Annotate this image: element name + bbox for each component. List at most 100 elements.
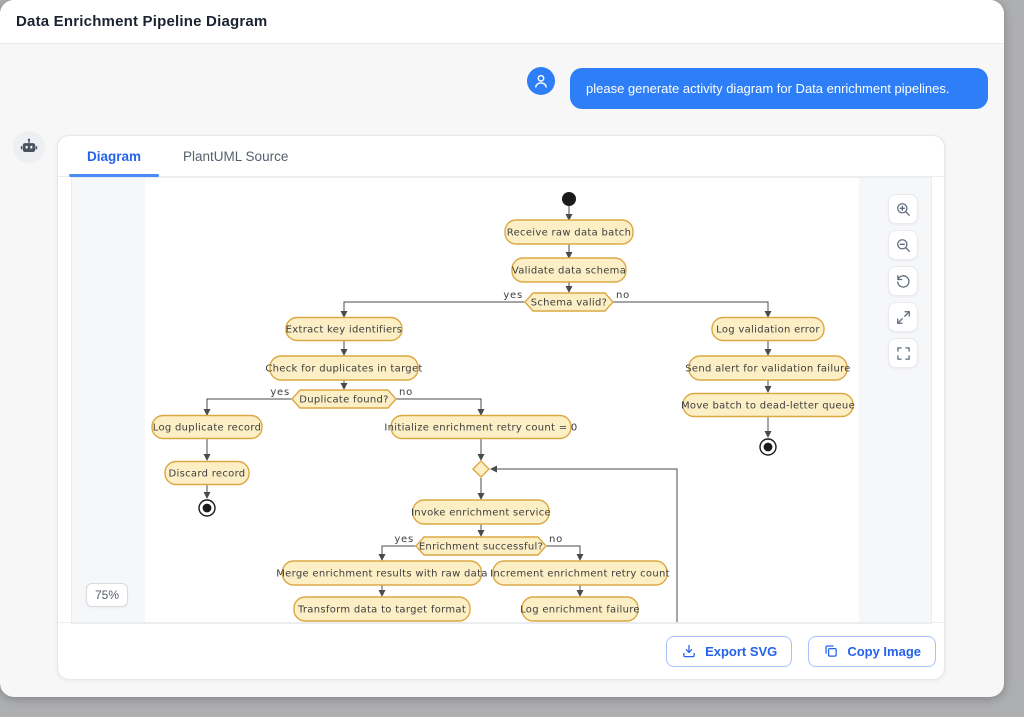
- diagram-node-move-batch-dead-letter-label: Move batch to dead-letter queue: [681, 401, 855, 412]
- expand-icon: [896, 310, 910, 324]
- diagram-arrowhead: [764, 386, 772, 393]
- diagram-node-extract-key-identifiers-label: Extract key identifiers: [286, 325, 403, 336]
- diagram-arrowhead: [576, 554, 584, 561]
- diagram-node-discard-record: [164, 460, 250, 486]
- edge-guard-label: no: [399, 387, 413, 398]
- zoom-out-button[interactable]: [888, 230, 918, 260]
- diagram-node-log-validation-error: [711, 316, 825, 342]
- zoom-in-button[interactable]: [888, 194, 918, 224]
- diagram-node-log-validation-error-label: Log validation error: [716, 325, 820, 336]
- diagram-node-merge-enrichment-results-label: Merge enrichment results with raw data: [276, 569, 488, 580]
- tab-plantuml-source[interactable]: PlantUML Source: [165, 136, 306, 176]
- export-svg-button[interactable]: Export SVG: [666, 635, 793, 667]
- diagram-arrowhead: [203, 409, 211, 416]
- diagram-node-schema-valid: [524, 292, 614, 312]
- diagram-node-invoke-enrichment-service: [412, 499, 550, 525]
- diagram-edge: [546, 545, 581, 560]
- diagram-arrowhead: [565, 252, 573, 259]
- user-message-bubble: please generate activity diagram for Dat…: [570, 68, 988, 109]
- diagram-node-schema-valid-label: Schema valid?: [531, 298, 608, 309]
- diagram-node-enrichment-successful-label: Enrichment successful?: [419, 542, 543, 553]
- tab-plantuml-source-label: PlantUML Source: [183, 148, 289, 164]
- reset-view-icon: [896, 274, 910, 288]
- diagram-node-check-for-duplicates-label: Check for duplicates in target: [265, 364, 422, 375]
- diagram-edge: [491, 468, 678, 623]
- tab-bar: Diagram PlantUML Source: [58, 136, 944, 177]
- bot-avatar: [13, 131, 45, 163]
- diagram-edge: [396, 398, 482, 415]
- diagram-node-end-duplicate-dot: [202, 503, 212, 513]
- diagram-node-log-duplicate-record: [151, 414, 263, 440]
- diagram-node-enrichment-successful: [415, 536, 547, 556]
- expand-button[interactable]: [888, 302, 918, 332]
- diagram-arrowhead: [477, 493, 485, 500]
- diagram-arrowhead: [340, 349, 348, 356]
- reset-view-button[interactable]: [888, 266, 918, 296]
- zoom-level-badge: 75%: [86, 583, 129, 607]
- card-footer: Export SVG Copy Image: [58, 622, 944, 679]
- diagram-node-transform-data: [293, 596, 471, 622]
- download-icon: [683, 644, 695, 658]
- diagram-arrowhead: [565, 214, 573, 221]
- diagram-node-init-retry-count: [390, 414, 572, 440]
- diagram-node-increment-retry-count: [492, 560, 668, 586]
- diagram-node-end-validation-dot: [763, 442, 773, 452]
- fullscreen-icon: [896, 346, 910, 360]
- copy-icon: [825, 645, 838, 657]
- diagram-arrowhead: [378, 590, 386, 597]
- diagram-node-check-for-duplicates: [269, 355, 419, 381]
- diagram-arrowhead: [340, 383, 348, 390]
- diagram-arrowhead: [576, 590, 584, 597]
- diagram-arrowhead: [764, 431, 772, 438]
- diagram-node-invoke-enrichment-service-label: Invoke enrichment service: [411, 508, 551, 519]
- diagram-node-extract-key-identifiers: [285, 316, 403, 342]
- diagram-arrowhead: [477, 409, 485, 416]
- diagram-edge: [343, 301, 525, 317]
- diagram-node-validate-data-schema-label: Validate data schema: [512, 266, 626, 277]
- diagram-node-log-enrichment-failure: [521, 596, 639, 622]
- edge-guard-label: yes: [394, 534, 414, 545]
- tab-diagram[interactable]: Diagram: [69, 136, 160, 177]
- tab-diagram-label: Diagram: [87, 148, 142, 164]
- diagram-arrowhead: [565, 286, 573, 293]
- edge-guard-label: yes: [503, 290, 523, 301]
- diagram-node-discard-record-label: Discard record: [169, 469, 246, 480]
- diagram-node-duplicate-found: [291, 389, 397, 409]
- diagram-node-increment-retry-count-label: Increment enrichment retry count: [490, 569, 670, 580]
- diagram-arrowhead: [340, 311, 348, 318]
- copy-image-label: Copy Image: [847, 643, 921, 659]
- edge-guard-label: no: [616, 290, 630, 301]
- robot-icon: [20, 138, 38, 152]
- diagram-node-init-retry-count-label: Initialize enrichment retry count = 0: [384, 423, 577, 434]
- diagram-node-retry-merge-point: [472, 460, 490, 478]
- diagram-arrowhead: [378, 554, 386, 561]
- fullscreen-button[interactable]: [888, 338, 918, 368]
- diagram-node-move-batch-dead-letter: [682, 392, 854, 418]
- edge-guard-label: yes: [270, 387, 290, 398]
- diagram-node-duplicate-found-label: Duplicate found?: [299, 395, 389, 406]
- user-icon: [535, 74, 547, 88]
- edge-guard-label: no: [549, 534, 563, 545]
- diagram-node-send-alert-validation-failure: [688, 355, 848, 381]
- diagram-arrowhead: [764, 311, 772, 318]
- diagram-node-merge-enrichment-results: [281, 560, 483, 586]
- diagram-node-send-alert-validation-failure-label: Send alert for validation failure: [685, 364, 850, 375]
- diagram-edge: [381, 545, 416, 560]
- app-window: Data Enrichment Pipeline Diagram please …: [0, 0, 1004, 697]
- diagram-edge: [613, 301, 769, 317]
- diagram-node-transform-data-label: Transform data to target format: [297, 605, 466, 616]
- diagram-arrowhead: [203, 454, 211, 461]
- user-message-text: please generate activity diagram for Dat…: [586, 81, 950, 96]
- user-avatar: [527, 67, 555, 95]
- zoom-out-icon: [896, 238, 910, 252]
- diagram-node-validate-data-schema: [511, 257, 627, 283]
- page-title: Data Enrichment Pipeline Diagram: [16, 13, 268, 30]
- copy-image-button[interactable]: Copy Image: [808, 635, 936, 667]
- diagram-node-log-enrichment-failure-label: Log enrichment failure: [520, 605, 640, 616]
- zoom-in-icon: [896, 202, 910, 216]
